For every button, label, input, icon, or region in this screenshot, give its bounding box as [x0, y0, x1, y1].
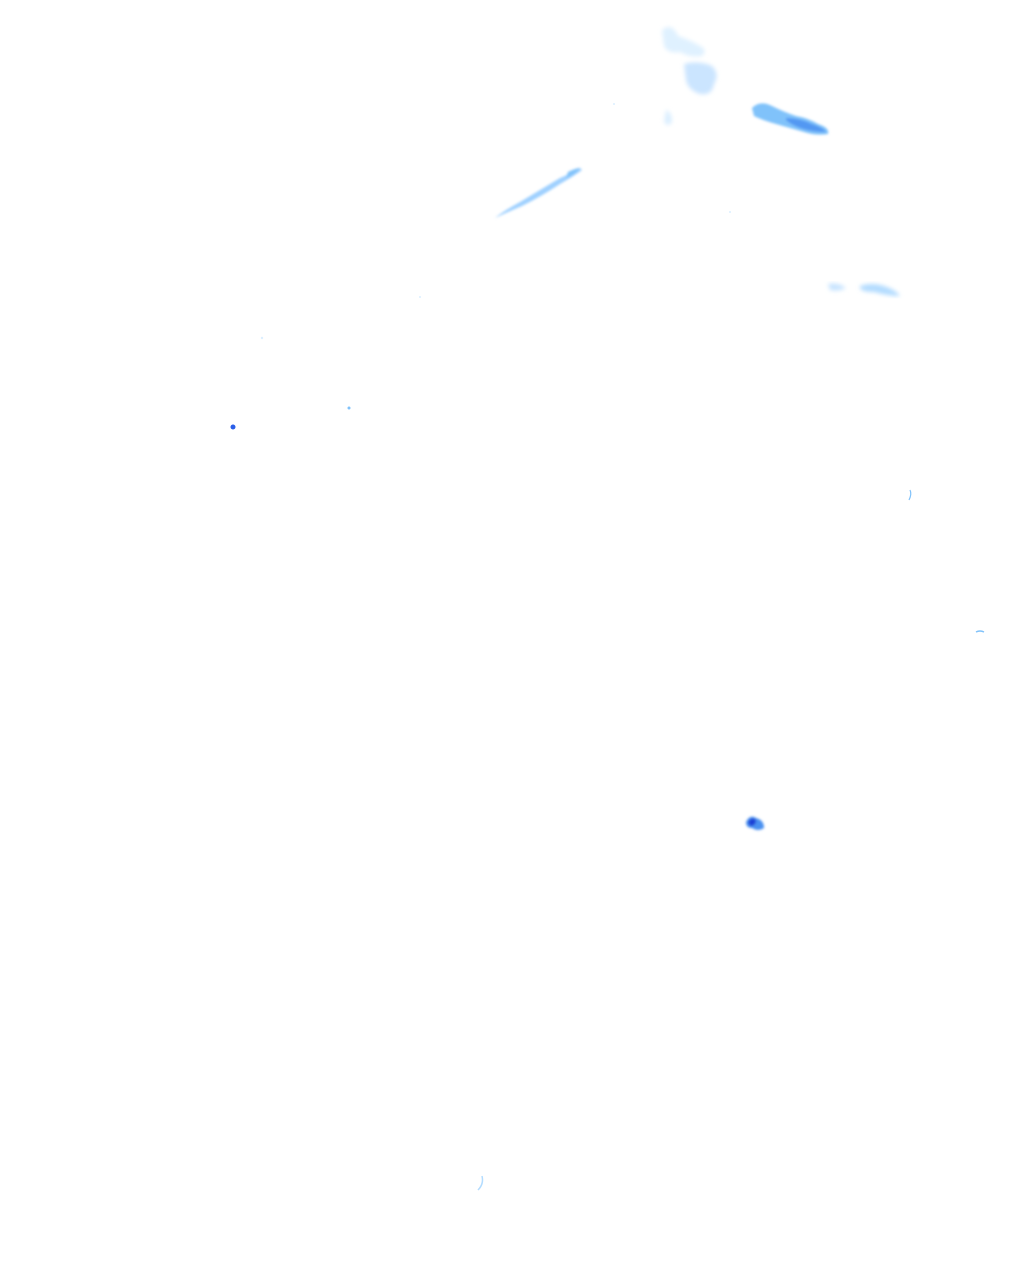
precip-streak-diagonal: [495, 168, 582, 218]
precip-specks: [230, 103, 985, 1191]
precip-band-northeast: [752, 103, 829, 135]
precip-cell-east: [828, 283, 900, 296]
precip-cell-top-cluster: [662, 27, 717, 125]
precip-cell-intense: [746, 816, 764, 830]
